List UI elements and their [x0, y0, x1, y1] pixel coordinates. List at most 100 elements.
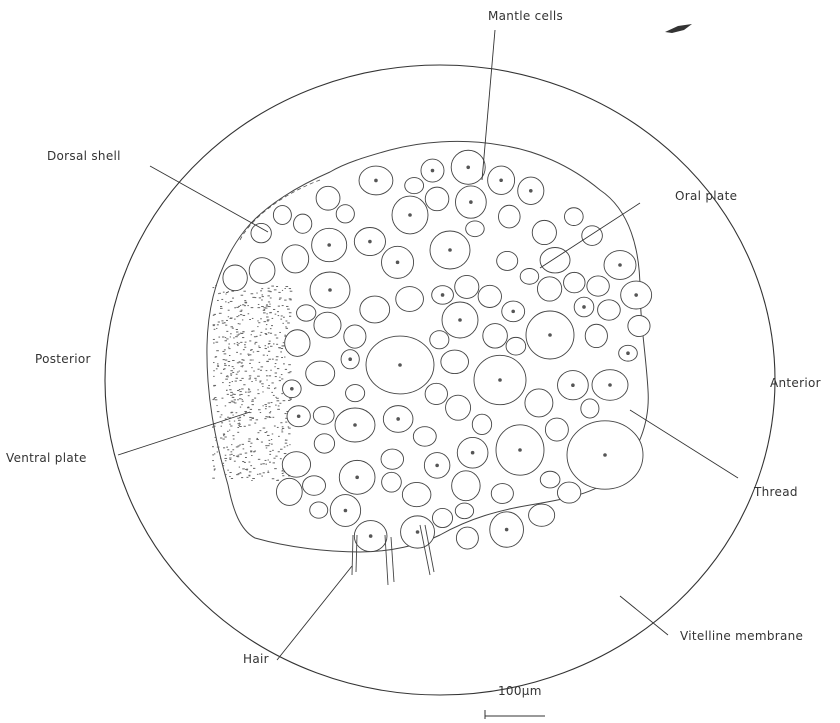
mantle-cell — [499, 205, 521, 228]
stipple-dot — [259, 362, 261, 363]
stipple-dot — [266, 375, 268, 376]
stipple-dot — [226, 338, 228, 339]
stipple-dot — [237, 342, 238, 343]
mantle-cell — [540, 471, 560, 488]
stipple-dot — [252, 297, 255, 298]
stipple-dot — [222, 336, 224, 337]
stipple-dot — [217, 363, 219, 364]
label-hair: Hair — [243, 652, 269, 666]
stipple-dot — [265, 348, 267, 349]
stipple-dot — [226, 390, 227, 391]
stipple-dot — [246, 453, 248, 454]
stipple-dot — [285, 326, 287, 327]
stipple-dot — [259, 297, 261, 298]
stipple-dot — [290, 291, 293, 292]
stipple-dot — [217, 451, 218, 452]
stipple-dot — [282, 475, 284, 476]
stipple-dot — [268, 347, 269, 348]
stipple-dot — [270, 411, 271, 412]
stipple-dot — [288, 372, 291, 373]
mantle-cell — [430, 331, 449, 349]
stipple-dot — [222, 382, 224, 383]
stipple-dot — [263, 405, 264, 406]
mantle-cell — [587, 276, 609, 296]
stipple-dot — [268, 288, 270, 289]
mantle-cell — [598, 300, 621, 320]
stipple-dot — [281, 470, 283, 471]
stipple-dot — [242, 461, 244, 462]
mantle-cell — [564, 272, 585, 292]
stipple-dot — [268, 406, 270, 407]
mantle-cell — [285, 330, 310, 357]
stipple-dot — [220, 373, 222, 374]
stipple-dot — [240, 472, 241, 473]
stipple-dot — [224, 363, 226, 364]
stipple-dot — [268, 385, 270, 386]
stipple-dot — [286, 320, 288, 321]
stipple-dot — [223, 435, 224, 436]
stipple-dot — [270, 370, 271, 371]
stipple-dot — [237, 432, 239, 433]
ventral-plate-region — [212, 285, 292, 481]
stipple-dot — [257, 326, 258, 327]
stipple-dot — [266, 324, 267, 325]
stipple-dot — [266, 447, 267, 448]
stipple-dot — [251, 331, 253, 332]
cell-nucleus — [466, 165, 470, 169]
cell-nucleus — [348, 357, 352, 361]
stipple-dot — [285, 335, 286, 336]
stipple-dot — [238, 455, 240, 456]
stipple-dot — [224, 353, 227, 354]
stipple-dot — [230, 318, 232, 319]
stipple-dot — [264, 404, 266, 405]
stipple-dot — [244, 344, 246, 345]
stipple-dot — [214, 329, 216, 330]
mantle-cell — [455, 503, 473, 519]
stipple-dot — [269, 375, 271, 376]
stipple-dot — [235, 381, 237, 382]
mantle-cell — [306, 361, 335, 386]
stipple-dot — [241, 378, 243, 379]
mantle-cell — [249, 258, 275, 284]
stipple-dot — [252, 399, 254, 400]
stipple-dot — [242, 304, 244, 305]
stipple-dot — [249, 354, 251, 355]
mantle-cell — [545, 418, 568, 441]
stipple-dot — [271, 392, 273, 393]
stipple-dot — [274, 366, 275, 367]
stipple-dot — [228, 347, 229, 348]
stipple-dot — [268, 343, 270, 344]
stipple-dot — [275, 376, 277, 377]
stipple-dot — [265, 460, 267, 461]
stipple-dot — [217, 300, 219, 301]
stipple-dot — [218, 337, 220, 338]
stipple-dot — [276, 356, 279, 357]
stipple-dot — [256, 438, 258, 439]
stipple-dot — [254, 343, 256, 344]
stipple-dot — [281, 378, 283, 379]
stipple-dot — [267, 320, 269, 321]
stipple-dot — [260, 290, 262, 291]
stipple-dot — [232, 397, 234, 398]
stipple-dot — [248, 425, 250, 426]
stipple-dot — [225, 294, 226, 295]
stipple-dot — [244, 426, 246, 427]
stipple-dot — [236, 329, 238, 330]
stipple-dot — [218, 293, 219, 294]
stipple-dot — [275, 397, 276, 398]
cell-nucleus — [328, 288, 332, 292]
stipple-dot — [265, 445, 268, 446]
stipple-dot — [274, 334, 276, 335]
stipple-dot — [228, 302, 230, 303]
stipple-dot — [273, 395, 275, 396]
stipple-dot — [233, 337, 235, 338]
label-posterior: Posterior — [35, 352, 91, 366]
stipple-dot — [256, 336, 258, 337]
stipple-dot — [249, 417, 251, 418]
stipple-dot — [213, 343, 215, 344]
stipple-dot — [261, 299, 263, 300]
stipple-dot — [271, 325, 273, 326]
stipple-dot — [239, 323, 241, 324]
stipple-dot — [261, 294, 263, 295]
mantle-cell — [413, 427, 436, 446]
